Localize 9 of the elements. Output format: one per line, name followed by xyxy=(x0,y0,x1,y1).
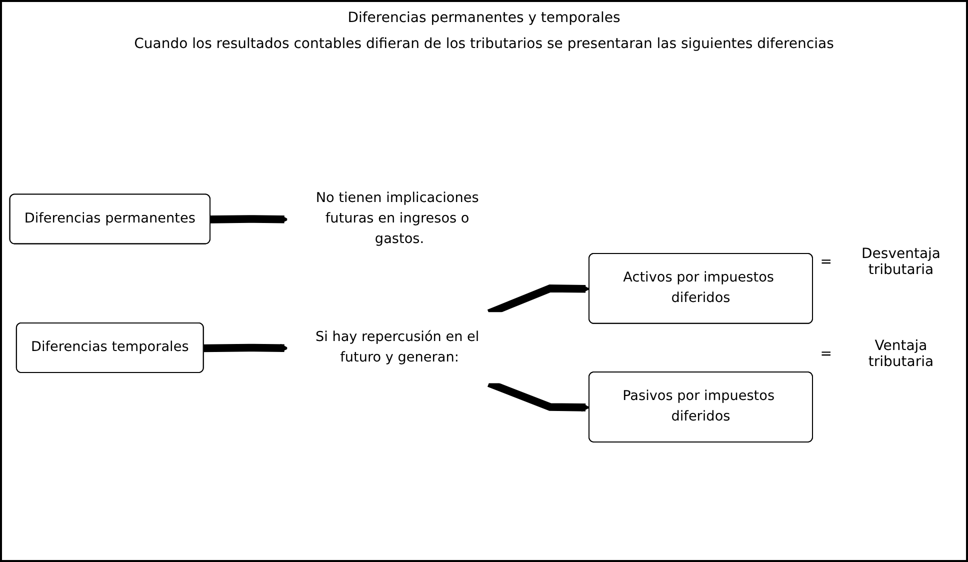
result-text: Ventaja tributaria xyxy=(867,338,935,370)
diagram-title: Diferencias permanentes y temporales xyxy=(346,10,622,26)
subtitle-text: Cuando los resultados contables difieran de los tributarios se presentaran las siguientes diferencias xyxy=(134,36,834,52)
arrow xyxy=(204,344,289,352)
arrow xyxy=(210,215,289,224)
node-text: No tienen implicaciones futuras en ingresos o gastos. xyxy=(316,190,479,247)
equals-sign: = xyxy=(820,254,832,270)
result-text: Desventaja tributaria xyxy=(860,246,942,278)
equals-sign: = xyxy=(820,346,832,362)
